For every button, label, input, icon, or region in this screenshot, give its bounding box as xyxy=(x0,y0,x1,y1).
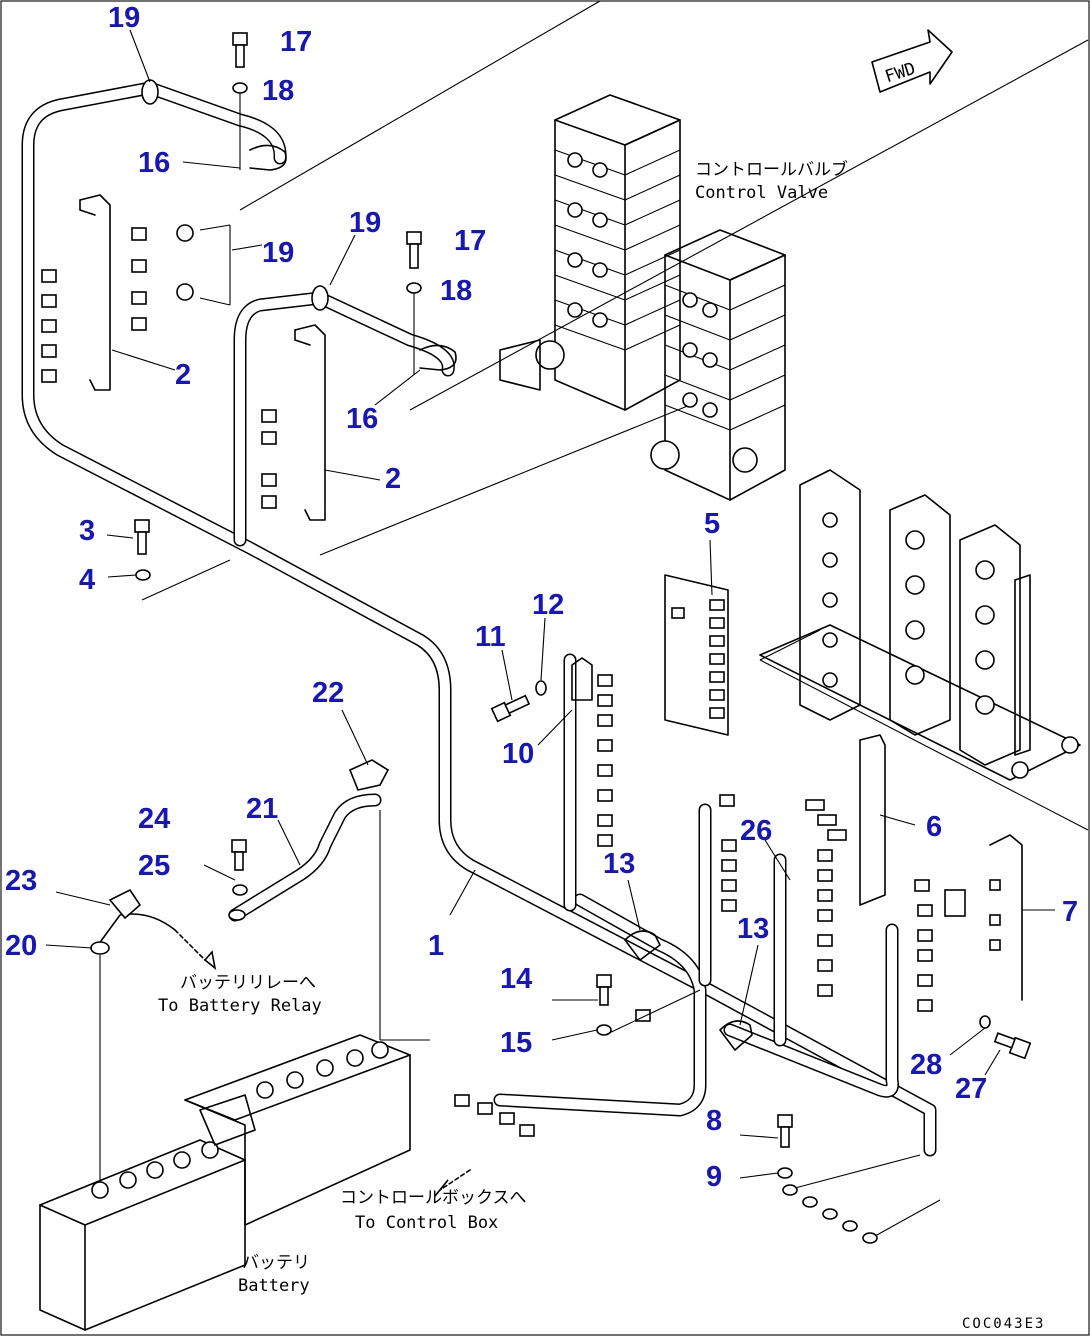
bracket-2a xyxy=(41,194,231,391)
callout-6: 6 xyxy=(926,811,942,843)
washer-25 xyxy=(232,884,248,896)
clamp-10 xyxy=(571,657,593,701)
callout-numbers: 19 17 18 16 19 19 17 18 2 16 2 3 4 5 12 … xyxy=(5,2,1078,1193)
clamps xyxy=(141,79,753,1051)
callout-2: 2 xyxy=(175,359,191,391)
connector-groups xyxy=(454,674,941,1244)
clamp-19a xyxy=(141,79,159,105)
bolt-17a xyxy=(232,32,248,68)
bolt-27 xyxy=(993,1032,1032,1060)
callout-27: 27 xyxy=(955,1073,987,1105)
bolt-11 xyxy=(490,694,531,723)
callout-25: 25 xyxy=(138,850,170,882)
callout-24: 24 xyxy=(138,803,170,835)
clamp-19b xyxy=(311,285,329,311)
bracket-6 xyxy=(805,734,886,906)
callout-7: 7 xyxy=(1062,896,1078,928)
washer-12 xyxy=(535,680,547,696)
callout-19: 19 xyxy=(108,2,140,34)
battery-label-en: Battery xyxy=(238,1276,310,1296)
bolt-17b xyxy=(406,231,422,269)
clamp-16b xyxy=(419,344,457,371)
cap-22 xyxy=(348,759,390,791)
control-valve-label-jp: コントロールバルブ xyxy=(695,159,848,180)
part-labels: コントロールバルブ Control Valve バッテリリレーへ To Batt… xyxy=(158,159,1045,1332)
bolt-24 xyxy=(231,839,247,871)
callout-17: 17 xyxy=(280,26,312,58)
callout-19: 19 xyxy=(262,237,294,269)
callout-16: 16 xyxy=(138,147,170,179)
control-box-label-jp: コントロールボックスへ xyxy=(340,1188,527,1208)
fwd-arrow-icon: FWD xyxy=(871,29,953,93)
battery-relay-label-jp: バッテリリレーへ xyxy=(180,973,316,993)
callout-19: 19 xyxy=(349,207,381,239)
callout-11: 11 xyxy=(475,621,506,653)
callout-13: 13 xyxy=(737,913,769,945)
callout-12: 12 xyxy=(532,589,564,621)
callout-10: 10 xyxy=(502,738,534,770)
callout-14: 14 xyxy=(500,963,532,995)
callout-18: 18 xyxy=(262,75,294,107)
callout-13: 13 xyxy=(603,848,635,880)
control-box-label-en: To Control Box xyxy=(355,1213,498,1233)
brackets xyxy=(41,194,1023,1001)
bolt-3 xyxy=(134,519,150,555)
leader-lines xyxy=(45,29,1055,1179)
bracket-5 xyxy=(664,574,729,736)
battery-icon xyxy=(39,1034,411,1331)
clamp-13a xyxy=(624,930,661,961)
external-arrows xyxy=(174,929,471,1197)
washer-9 xyxy=(777,1167,793,1179)
callout-17: 17 xyxy=(454,225,486,257)
washer-28 xyxy=(979,1015,991,1029)
callout-2: 2 xyxy=(385,463,401,495)
terminal-21 xyxy=(228,909,246,921)
bracket-2b xyxy=(261,324,326,521)
terminal-20 xyxy=(90,941,110,955)
callout-4: 4 xyxy=(79,564,95,596)
callout-8: 8 xyxy=(706,1105,722,1137)
bolt-8 xyxy=(777,1114,793,1148)
callout-15: 15 xyxy=(500,1027,532,1059)
callout-28: 28 xyxy=(910,1049,942,1081)
control-valve-right xyxy=(650,229,786,501)
bolt-14 xyxy=(596,974,612,1006)
washer-18b xyxy=(406,282,422,294)
cap-23 xyxy=(108,888,142,920)
callout-18: 18 xyxy=(440,275,472,307)
callout-22: 22 xyxy=(312,677,344,709)
boundary-lines xyxy=(141,0,1089,831)
callout-1: 1 xyxy=(428,930,444,962)
battery-relay-label-en: To Battery Relay xyxy=(158,996,322,1016)
bracket-7 xyxy=(944,834,1023,1001)
washer-18a xyxy=(232,82,248,94)
callout-26: 26 xyxy=(740,815,772,847)
clamp-16a xyxy=(249,144,287,171)
callout-3: 3 xyxy=(79,515,95,547)
battery-label-jp: バッテリ xyxy=(242,1253,310,1273)
fasteners xyxy=(134,32,1032,1179)
control-valve-left xyxy=(499,94,681,411)
drawing-code: COC043E3 xyxy=(962,1316,1045,1332)
fwd-text: FWD xyxy=(883,59,918,88)
callout-21: 21 xyxy=(246,793,278,825)
callout-20: 20 xyxy=(5,930,37,962)
control-valve-assembly xyxy=(499,94,1081,781)
battery-cables xyxy=(90,759,390,1190)
solenoid-valve-block xyxy=(799,469,1031,766)
washer-4 xyxy=(135,569,151,581)
callout-16: 16 xyxy=(346,403,378,435)
callout-5: 5 xyxy=(704,508,720,540)
base-plate xyxy=(759,624,1081,781)
callout-23: 23 xyxy=(5,865,37,897)
control-valve-label-en: Control Valve xyxy=(695,183,828,203)
callout-9: 9 xyxy=(706,1161,722,1193)
